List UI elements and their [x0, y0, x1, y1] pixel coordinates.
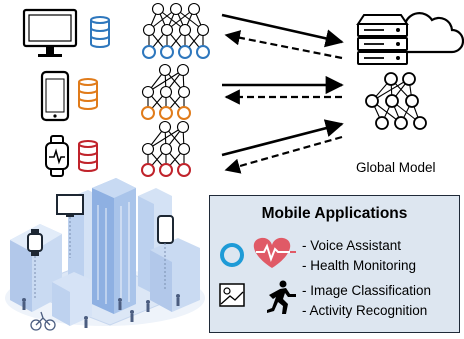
database-icon: [90, 16, 111, 48]
monitor-icon: [22, 8, 78, 57]
global-model-label: Global Model: [356, 160, 436, 175]
download-arrow: [224, 30, 343, 60]
database-icon: [78, 140, 99, 172]
mobile-applications-title: Mobile Applications: [261, 205, 408, 222]
cortana-ring-icon: [220, 243, 244, 267]
neural-network-icon: [141, 63, 191, 120]
runner-icon: [267, 280, 296, 314]
smartphone-icon: [40, 70, 70, 122]
app-item-activity-recognition: - Activity Recognition: [302, 303, 428, 318]
app-item-health-monitoring: - Health Monitoring: [302, 258, 417, 273]
heart-pulse-icon: [253, 237, 296, 268]
smartwatch-icon: [45, 135, 69, 177]
app-icons: [219, 237, 296, 314]
neural-network-icon: [141, 120, 191, 177]
server-icon: [356, 14, 409, 65]
neural-network-icon: [142, 2, 210, 59]
upload-arrow: [221, 119, 344, 157]
app-item-image-classification: - Image Classification: [302, 283, 432, 298]
database-icon: [78, 78, 99, 110]
neural-network-icon: [365, 72, 427, 130]
image-icon: [219, 283, 245, 307]
upload-arrow: [221, 13, 344, 48]
download-arrow: [224, 135, 343, 174]
smart-city-illustration: [5, 178, 205, 331]
mobile-applications-panel: Mobile Applications - Voice Assistant - …: [209, 195, 460, 333]
app-item-voice-assistant: - Voice Assistant: [302, 238, 402, 253]
